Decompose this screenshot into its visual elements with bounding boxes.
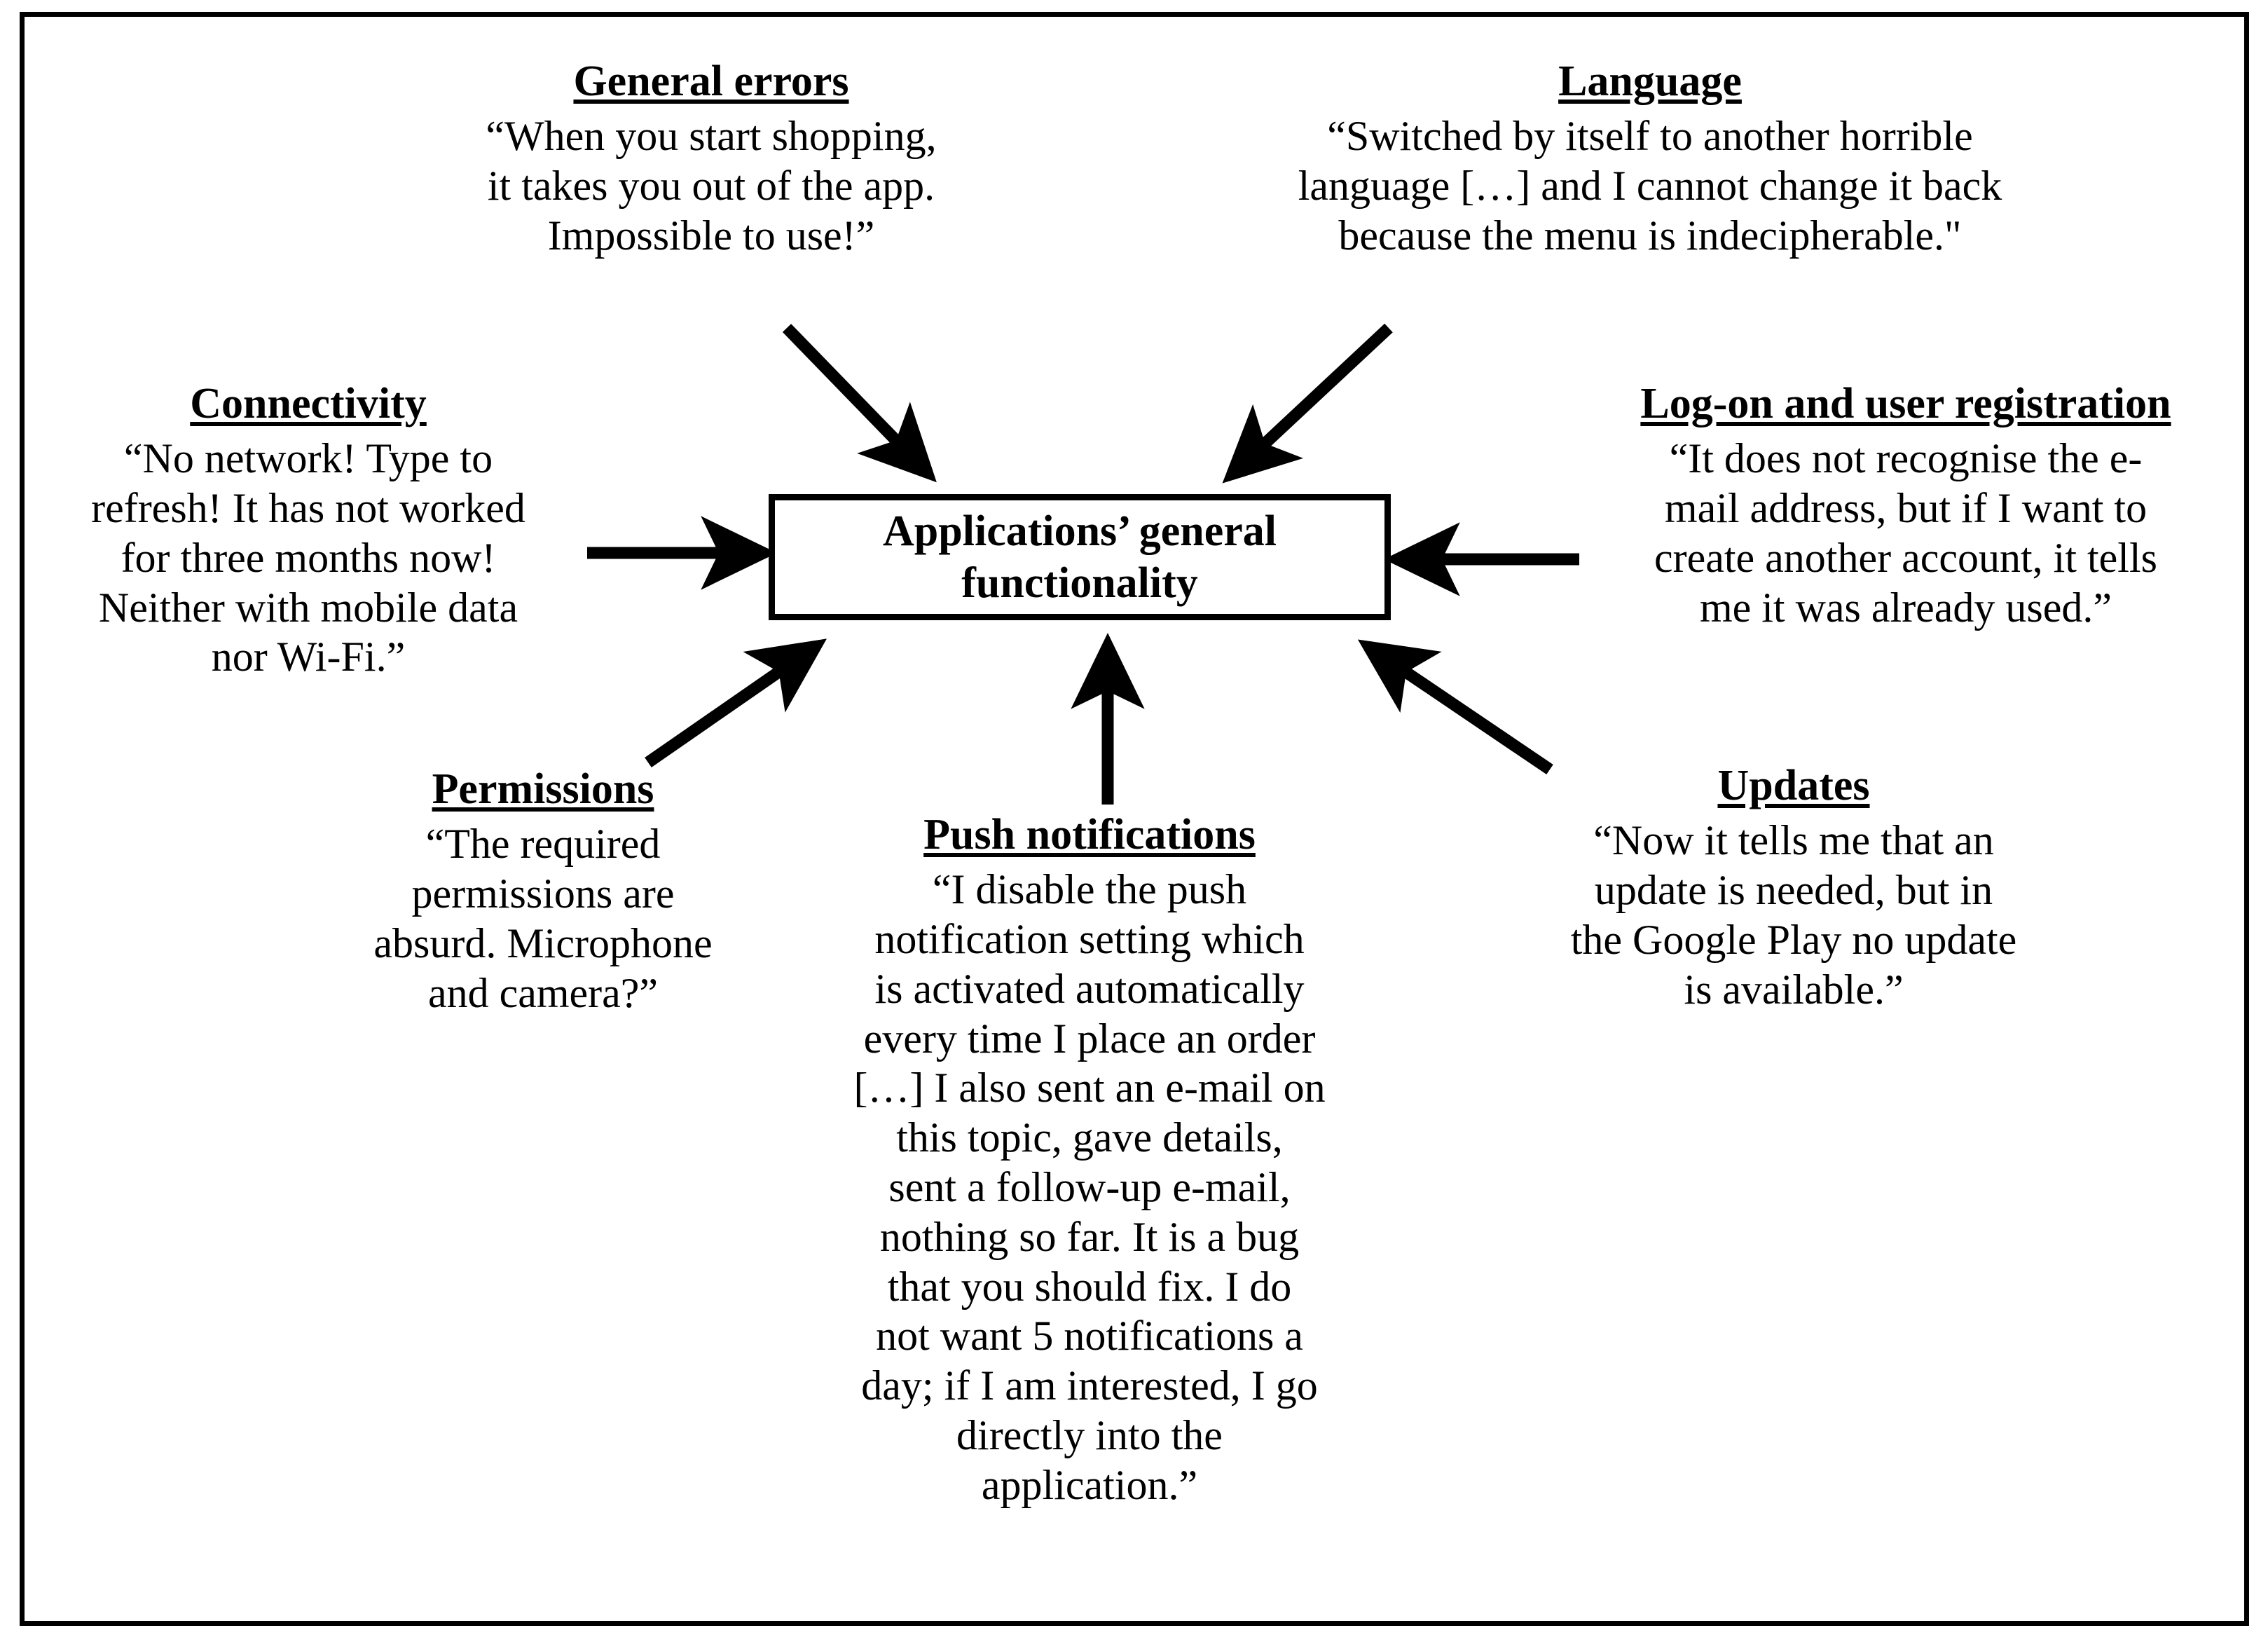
node-updates-quote-line-4: is available.” [1684,966,1904,1013]
node-connectivity-quote-line-4: Neither with mobile data [98,584,518,631]
node-push-notifications: Push notifications “I disable the push n… [799,809,1380,1510]
page-frame-border [20,12,2249,1626]
node-general-errors-heading: General errors [573,57,849,105]
node-push-notifications-quote-line-3: is activated automatically [874,965,1305,1012]
node-language-quote-line-1: “Switched by itself to another horrible [1327,113,1973,160]
node-connectivity-quote-line-1: “No network! Type to [123,435,493,482]
node-language-heading: Language [1558,57,1742,105]
node-log-on-quote-line-1: “It does not recognise the e- [1669,435,2143,482]
node-updates: Updates “Now it tells me that an update … [1492,760,2095,1014]
node-push-notifications-quote-line-4: every time I place an order [863,1015,1316,1062]
node-permissions-quote-line-2: permissions are [411,870,675,917]
node-push-notifications-quote-line-11: day; if I am interested, I go [861,1362,1318,1409]
node-push-notifications-quote-line-7: sent a follow-up e-mail, [888,1163,1291,1210]
center-node-line-1: Applications’ general [883,507,1277,555]
node-updates-quote-line-1: “Now it tells me that an [1593,817,1994,864]
node-push-notifications-quote-line-1: “I disable the push [932,866,1247,913]
center-node-label: Applications’ general functionality [883,505,1277,610]
node-log-on-quote-line-3: create another account, it tells [1654,534,2157,581]
node-connectivity-quote-line-3: for three months now! [121,534,496,581]
node-push-notifications-quote-line-12: directly into the [956,1411,1223,1458]
node-log-on-heading: Log-on and user registration [1640,380,2171,427]
node-connectivity: Connectivity “No network! Type to refres… [28,378,589,682]
node-language-quote-line-3: because the menu is indecipherable." [1338,212,1962,259]
node-general-errors-quote-line-3: Impossible to use!” [547,212,875,259]
center-node-line-2: functionality [961,559,1198,607]
node-log-on-quote-line-4: me it was already used.” [1699,584,2112,631]
node-connectivity-quote-line-2: refresh! It has not worked [91,484,525,531]
node-push-notifications-quote-line-6: this topic, gave details, [896,1114,1283,1161]
node-connectivity-quote-line-5: nor Wi-Fi.” [211,634,406,680]
node-updates-quote-line-2: update is needed, but in [1594,866,1993,913]
node-general-errors: General errors “When you start shopping,… [413,56,1009,261]
node-push-notifications-heading: Push notifications [923,811,1256,858]
node-log-on-quote-line-2: mail address, but if I want to [1664,484,2147,531]
node-language-quote-line-2: language […] and I cannot change it back [1298,162,2002,209]
node-connectivity-heading: Connectivity [190,380,427,427]
node-updates-quote-line-3: the Google Play no update [1570,916,2017,963]
node-permissions-quote-line-3: absurd. Microphone [373,919,713,966]
node-push-notifications-quote-line-8: nothing so far. It is a bug [879,1213,1300,1260]
center-node-applications-general-functionality: Applications’ general functionality [769,494,1391,620]
node-updates-heading: Updates [1717,762,1870,809]
node-general-errors-quote-line-2: it takes you out of the app. [487,162,935,209]
node-push-notifications-quote-line-13: application.” [981,1461,1198,1508]
node-permissions-heading: Permissions [432,765,654,813]
node-general-errors-quote-line-1: “When you start shopping, [486,113,937,160]
node-push-notifications-quote-line-10: not want 5 notifications a [876,1313,1303,1360]
node-permissions-quote-line-1: “The required [425,821,661,868]
node-log-on-and-user-registration: Log-on and user registration “It does no… [1576,378,2235,632]
node-push-notifications-quote-line-2: notification setting which [874,915,1305,962]
node-push-notifications-quote-line-9: that you should fix. I do [887,1263,1292,1310]
node-push-notifications-quote-line-5: […] I also sent an e-mail on [853,1065,1326,1111]
node-permissions: Permissions “The required permissions ar… [315,764,771,1018]
node-permissions-quote-line-4: and camera?” [427,969,659,1016]
node-language: Language “Switched by itself to another … [1219,56,2081,261]
